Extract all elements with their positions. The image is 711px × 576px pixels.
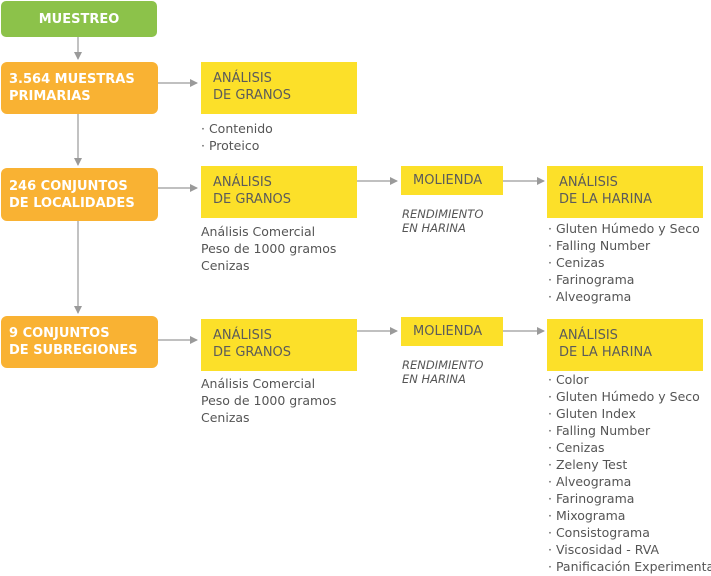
list-item: · Cenizas — [548, 255, 605, 270]
flour-analysis-box-3: ANÁLISIS DE LA HARINA — [547, 319, 703, 371]
list-item: · Cenizas — [548, 440, 605, 455]
grain-3-title-line-1: ANÁLISIS — [213, 328, 272, 343]
grain-analysis-box-2: ANÁLISIS DE GRANOS — [201, 166, 357, 218]
grain-2-title-line-1: ANÁLISIS — [213, 175, 272, 190]
list-item: · Alveograma — [548, 474, 632, 489]
stage-1-label-line-1: 3.564 MUESTRAS — [9, 72, 135, 87]
list-item: · Mixograma — [548, 508, 626, 523]
list-item: Análisis Comercial — [201, 224, 316, 239]
flour-2-title-line-1: ANÁLISIS — [559, 175, 618, 190]
list-item: Peso de 1000 gramos — [201, 393, 337, 408]
flour-3-title-line-2: DE LA HARINA — [559, 345, 653, 360]
list-item: Peso de 1000 gramos — [201, 241, 337, 256]
stage-2-label-line-2: DE LOCALIDADES — [9, 195, 135, 211]
flour-analysis-list-3: · Color · Gluten Húmedo y Seco · Gluten … — [548, 371, 711, 575]
note-line: EN HARINA — [402, 221, 466, 235]
stage-node-1: 3.564 MUESTRAS PRIMARIAS — [1, 62, 158, 114]
milling-box-2: MOLIENDA — [401, 166, 503, 195]
list-item: · Alveograma — [548, 289, 632, 304]
grain-1-title-line-2: DE GRANOS — [213, 88, 292, 103]
list-item: · Viscosidad - RVA — [548, 542, 660, 557]
list-item: Cenizas — [201, 410, 250, 425]
list-item: · Panificación Experimental — [548, 559, 711, 574]
stage-node-2: 246 CONJUNTOS DE LOCALIDADES — [1, 168, 158, 221]
flour-yield-note-3: RENDIMIENTO EN HARINA — [402, 358, 483, 386]
milling-2-label: MOLIENDA — [413, 173, 483, 188]
grain-1-title-line-1: ANÁLISIS — [213, 71, 272, 86]
list-item: · Zeleny Test — [548, 457, 628, 472]
stage-3-label-line-2: DE SUBREGIONES — [9, 343, 138, 358]
grain-analysis-list-3: Análisis Comercial Peso de 1000 gramos C… — [201, 375, 336, 426]
grain-3-title-line-2: DE GRANOS — [213, 345, 292, 360]
list-item: · Gluten Húmedo y Seco — [548, 389, 700, 404]
list-item: · Gluten Húmedo y Seco — [548, 221, 700, 236]
grain-analysis-box-3: ANÁLISIS DE GRANOS — [201, 319, 357, 371]
grain-analysis-list-2: Análisis Comercial Peso de 1000 gramos C… — [201, 223, 336, 274]
list-item: · Contenido — [201, 121, 273, 136]
flour-3-title-line-1: ANÁLISIS — [559, 328, 618, 343]
list-item: · Color — [548, 372, 589, 387]
note-line: RENDIMIENTO — [402, 358, 484, 372]
stage-2-label-line-1: 246 CONJUNTOS — [9, 178, 128, 194]
list-item: · Farinograma — [548, 491, 635, 506]
milling-3-label: MOLIENDA — [413, 324, 483, 339]
stage-3-label-line-1: 9 CONJUNTOS — [9, 326, 110, 341]
list-item: · Falling Number — [548, 423, 651, 438]
stage-1-label-line-2: PRIMARIAS — [9, 89, 91, 104]
note-line: RENDIMIENTO — [402, 207, 484, 221]
list-item: · Consistograma — [548, 525, 650, 540]
stage-node-3: 9 CONJUNTOS DE SUBREGIONES — [1, 316, 158, 368]
grain-analysis-list-1: · Contenido · Proteico — [201, 120, 273, 154]
flour-analysis-box-2: ANÁLISIS DE LA HARINA — [547, 166, 703, 218]
grain-2-title-line-2: DE GRANOS — [213, 192, 292, 207]
list-item: · Proteico — [201, 138, 260, 153]
list-item: · Gluten Index — [548, 406, 636, 421]
start-label: MUESTREO — [38, 11, 120, 27]
milling-box-3: MOLIENDA — [401, 317, 503, 346]
flour-2-title-line-2: DE LA HARINA — [559, 192, 653, 207]
start-node: MUESTREO — [1, 1, 157, 37]
flour-yield-note-2: RENDIMIENTO EN HARINA — [402, 207, 483, 235]
grain-analysis-box-1: ANÁLISIS DE GRANOS — [201, 62, 357, 114]
list-item: Análisis Comercial — [201, 376, 316, 391]
list-item: · Falling Number — [548, 238, 651, 253]
list-item: Cenizas — [201, 258, 250, 273]
flour-analysis-list-2: · Gluten Húmedo y Seco · Falling Number … — [548, 220, 700, 305]
note-line: EN HARINA — [402, 372, 466, 386]
list-item: · Farinograma — [548, 272, 635, 287]
